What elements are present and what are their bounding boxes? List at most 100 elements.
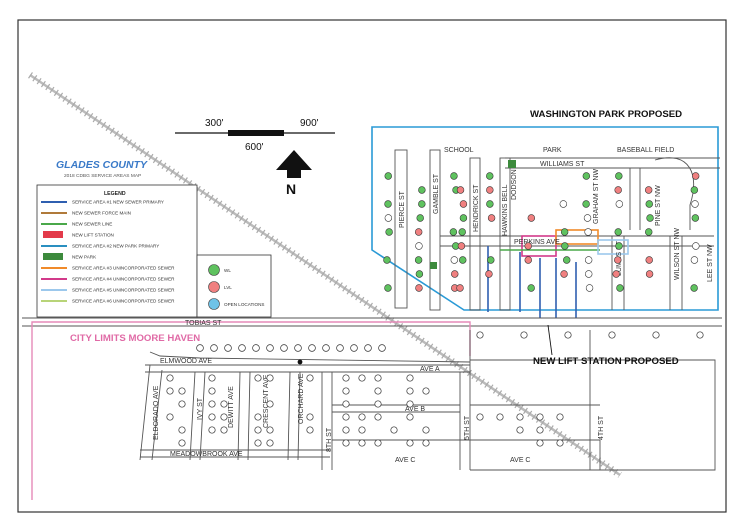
legend-item-label: SERVICE AREA #2 NEW PARK PRIMARY (72, 244, 159, 249)
street-8th: 8TH ST (326, 427, 333, 452)
lot-marker (691, 200, 699, 208)
lot-marker (476, 331, 484, 339)
lot-marker (449, 228, 458, 236)
lot-marker (166, 387, 174, 395)
legend-item-label: NEW LIFT STATION (72, 233, 114, 238)
lot-marker (210, 344, 218, 352)
map-subtitle: 2018 CDBG SERVICE AREAS MAP (64, 173, 141, 179)
lot-marker (358, 413, 366, 421)
lot-marker (406, 374, 414, 382)
street-ave-c-east: AVE C (510, 457, 531, 464)
lot-marker (615, 200, 624, 208)
lot-marker (485, 270, 493, 278)
lot-marker (556, 413, 564, 421)
scale-900: 900' (300, 118, 319, 129)
lot-marker (536, 426, 544, 434)
lot-marker (422, 387, 430, 395)
lot-marker (458, 228, 466, 236)
new-park-marker (430, 262, 437, 269)
legend-swatch (43, 231, 63, 238)
lot-marker (350, 344, 358, 352)
street-tobias: TOBIAS ST (185, 320, 222, 327)
map-border (17, 19, 727, 513)
lot-marker (564, 331, 572, 339)
lot-marker (342, 387, 350, 395)
lot-marker (374, 374, 382, 382)
lot-marker (390, 426, 398, 434)
legend-marker-icon (208, 264, 220, 276)
lot-marker (374, 439, 382, 447)
legend-title: LEGEND (104, 191, 126, 197)
legend-item-label: SERVICE AREA #5 UNINCORPORATED SEWER (72, 288, 175, 293)
lot-marker (486, 186, 494, 194)
lot-marker (414, 228, 423, 236)
service-area-lot-markers (383, 172, 700, 292)
legend-markers-box (196, 254, 272, 318)
lot-marker (585, 284, 594, 292)
street-meadowbrook: MEADOWBROOK AVE (170, 451, 243, 458)
lot-marker (254, 426, 262, 434)
lot-marker (406, 387, 414, 395)
lot-marker (561, 242, 569, 250)
street-hawkins: HAWKINS BELL (502, 184, 509, 236)
lot-marker (560, 270, 568, 278)
lot-marker (487, 256, 495, 264)
legend-item-label: NEW SEWER FORCE MAIN (72, 211, 131, 216)
lot-marker (220, 413, 228, 421)
lot-marker (208, 387, 216, 395)
lot-marker (584, 228, 592, 236)
lot-marker (224, 344, 232, 352)
street-ave-c: AVE C (395, 457, 416, 464)
lot-marker (406, 400, 414, 408)
legend-item-label: NEW SEWER LINE (72, 222, 112, 227)
scale-bar: 300' 900' 600' (175, 118, 335, 153)
street-ave-b: AVE B (405, 406, 425, 413)
lot-marker (615, 172, 623, 180)
lot-marker (238, 344, 246, 352)
lot-marker (418, 200, 426, 208)
railroad-track (28, 72, 622, 478)
lot-marker (166, 413, 174, 421)
lot-marker (415, 284, 423, 292)
lot-marker (266, 400, 274, 408)
service-area-streets (394, 149, 720, 311)
legend-marker-label: WL (224, 268, 231, 273)
lot-marker (691, 172, 700, 180)
legend-item-label: SERVICE AREA #6 UNINCORPORATED SEWER (72, 299, 175, 304)
lot-marker (208, 400, 216, 408)
lot-marker (614, 186, 622, 194)
legend: LEGEND SERVICE AREA #1 NEW SEWER PRIMARY… (36, 184, 272, 318)
lot-marker (208, 426, 216, 434)
lot-marker (178, 439, 186, 447)
lot-marker (692, 242, 700, 250)
lot-marker (696, 331, 704, 339)
new-park-marker (508, 160, 516, 168)
lot-marker (456, 186, 465, 194)
lot-marker (585, 270, 593, 278)
lot-marker (520, 331, 528, 339)
lot-marker (208, 374, 216, 382)
lot-marker (583, 214, 592, 222)
lot-marker (384, 284, 392, 292)
lot-marker (645, 200, 653, 208)
washington-park-callout: WASHINGTON PARK PROPOSED (530, 109, 682, 120)
lot-marker (336, 344, 344, 352)
lot-marker (516, 426, 524, 434)
lot-marker (486, 172, 494, 180)
lot-marker (178, 387, 186, 395)
lot-marker (652, 331, 660, 339)
street-dodson: DODSON (511, 169, 518, 200)
lot-marker (524, 256, 532, 264)
city-limits-callout: CITY LIMITS MOORE HAVEN (70, 333, 200, 344)
street-pine: PINE ST NW (655, 185, 662, 226)
legend-marker-icon (208, 281, 220, 293)
legend-item-label: SERVICE AREA #4 UNINCORPORATED SEWER (72, 277, 175, 282)
lot-marker (384, 214, 393, 222)
lot-marker (415, 270, 424, 278)
lot-marker (220, 426, 228, 434)
lot-marker (536, 413, 544, 421)
lot-marker (691, 214, 700, 222)
town-streets (139, 330, 716, 471)
north-label: N (286, 181, 296, 197)
lot-marker (254, 439, 262, 447)
